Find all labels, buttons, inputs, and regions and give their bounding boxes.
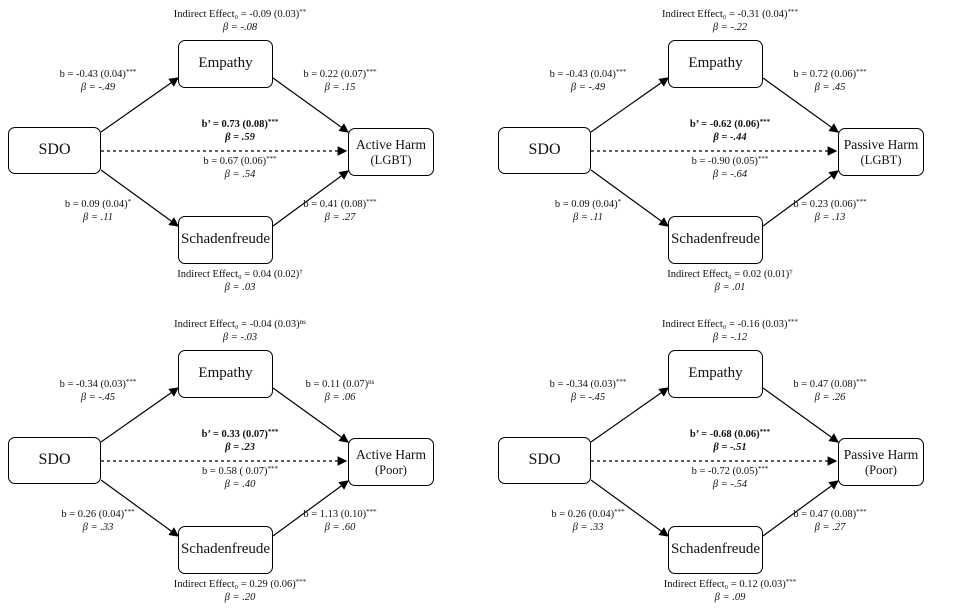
- node-outcome: Active Harm(Poor): [348, 438, 434, 486]
- node-empathy: Empathy: [178, 40, 273, 88]
- indirect-empathy-label: Indirect Effect₀ = -0.09 (0.03)**β = -.0…: [173, 8, 307, 34]
- direct-effect-label: b’ = -0.68 (0.06)***β = -.51: [689, 428, 771, 454]
- path-a2-label: b = 0.26 (0.04)***β = .33: [61, 508, 135, 534]
- node-schadenfreude: Schadenfreude: [178, 216, 273, 264]
- node-outcome: Passive Harm(LGBT): [838, 128, 924, 176]
- direct-effect-label: b’ = 0.33 (0.07)***β = .23: [201, 428, 279, 454]
- path-arrows: [590, 387, 839, 537]
- node-schadenfreude-label: Schadenfreude: [180, 231, 271, 248]
- path-b2-label: b = 0.23 (0.06)***β = .13: [793, 198, 867, 224]
- node-sdo-label: SDO: [38, 141, 71, 159]
- path-a1-label: b = -0.43 (0.04)***β = -.49: [59, 68, 137, 94]
- node-sdo: SDO: [498, 127, 591, 174]
- arrow-sdo-schadenfreude: [590, 169, 669, 227]
- arrow-empathy-outcome: [272, 77, 349, 133]
- outcome-line2: (Poor): [375, 462, 407, 477]
- indirect-schadenfreude-label: Indirect Effect₀ = 0.29 (0.06)***β = .20: [173, 578, 307, 604]
- node-empathy-label: Empathy: [688, 55, 743, 72]
- node-schadenfreude: Schadenfreude: [668, 526, 763, 574]
- outcome-line1: Active Harm: [355, 447, 427, 463]
- path-b2-label: b = 0.47 (0.08)***β = .27: [793, 508, 867, 534]
- node-outcome: Active Harm(LGBT): [348, 128, 434, 176]
- path-b1-label: b = 0.47 (0.08)***β = .26: [793, 378, 867, 404]
- total-effect-label: b = 0.67 (0.06)***β = .54: [203, 155, 277, 181]
- arrow-schadenfreude-outcome: [762, 170, 839, 227]
- path-a1-label: b = -0.34 (0.03)***β = -.45: [59, 378, 137, 404]
- outcome-line1: Passive Harm: [843, 137, 919, 153]
- panel-active-lgbt: SDO Empathy Schadenfreude Active Harm(LG…: [0, 0, 478, 305]
- path-arrows: [100, 77, 349, 227]
- node-empathy: Empathy: [668, 350, 763, 398]
- arrow-sdo-schadenfreude: [100, 479, 179, 537]
- outcome-line2: (LGBT): [860, 152, 902, 167]
- path-b2-label: b = 0.41 (0.08)***β = .27: [303, 198, 377, 224]
- arrow-sdo-empathy: [100, 77, 179, 133]
- outcome-line2: (LGBT): [370, 152, 412, 167]
- node-schadenfreude-label: Schadenfreude: [670, 231, 761, 248]
- panel-active-poor: SDO Empathy Schadenfreude Active Harm(Po…: [0, 310, 478, 615]
- node-schadenfreude-label: Schadenfreude: [180, 541, 271, 558]
- path-a2-label: b = 0.09 (0.04)*β = .11: [64, 198, 132, 224]
- node-schadenfreude: Schadenfreude: [668, 216, 763, 264]
- outcome-line1: Active Harm: [355, 137, 427, 153]
- path-arrows: [590, 77, 839, 227]
- direct-effect-label: b’ = -0.62 (0.06)***β = -.44: [689, 118, 771, 144]
- path-arrows: [100, 387, 349, 537]
- arrow-empathy-outcome: [272, 387, 349, 443]
- indirect-empathy-label: Indirect Effect₀ = -0.16 (0.03)***β = -.…: [662, 318, 798, 344]
- panel-passive-poor: SDO Empathy Schadenfreude Passive Harm(P…: [490, 310, 956, 615]
- path-a1-label: b = -0.43 (0.04)***β = -.49: [549, 68, 627, 94]
- arrow-schadenfreude-outcome: [762, 480, 839, 537]
- node-outcome: Passive Harm(Poor): [838, 438, 924, 486]
- total-effect-label: b = -0.90 (0.05)***β = -.64: [691, 155, 769, 181]
- total-effect-label: b = 0.58 ( 0.07)***β = .40: [202, 465, 278, 491]
- path-b1-label: b = 0.72 (0.06)***β = .45: [793, 68, 867, 94]
- outcome-line2: (Poor): [865, 462, 897, 477]
- node-sdo: SDO: [8, 437, 101, 484]
- node-empathy-label: Empathy: [688, 365, 743, 382]
- indirect-schadenfreude-label: Indirect Effect₀ = 0.04 (0.02)†β = .03: [177, 268, 303, 294]
- node-sdo: SDO: [498, 437, 591, 484]
- arrow-empathy-outcome: [762, 77, 839, 133]
- path-b2-label: b = 1.13 (0.10)***β = .60: [303, 508, 377, 534]
- path-b1-label: b = 0.22 (0.07)***β = .15: [303, 68, 377, 94]
- direct-effect-label: b’ = 0.73 (0.08)***β = .59: [201, 118, 279, 144]
- arrow-empathy-outcome: [762, 387, 839, 443]
- indirect-schadenfreude-label: Indirect Effect₀ = 0.12 (0.03)***β = .09: [663, 578, 797, 604]
- arrow-schadenfreude-outcome: [272, 480, 349, 537]
- path-a2-label: b = 0.09 (0.04)*β = .11: [554, 198, 622, 224]
- node-sdo-label: SDO: [528, 451, 561, 469]
- arrow-schadenfreude-outcome: [272, 170, 349, 227]
- indirect-empathy-label: Indirect Effect₀ = -0.31 (0.04)***β = -.…: [662, 8, 798, 34]
- path-a2-label: b = 0.26 (0.04)***β = .33: [551, 508, 625, 534]
- node-schadenfreude: Schadenfreude: [178, 526, 273, 574]
- node-schadenfreude-label: Schadenfreude: [670, 541, 761, 558]
- panel-passive-lgbt: SDO Empathy Schadenfreude Passive Harm(L…: [490, 0, 956, 305]
- arrow-sdo-schadenfreude: [590, 479, 669, 537]
- arrow-sdo-empathy: [100, 387, 179, 443]
- node-empathy: Empathy: [178, 350, 273, 398]
- arrow-sdo-empathy: [590, 387, 669, 443]
- node-sdo-label: SDO: [528, 141, 561, 159]
- node-sdo-label: SDO: [38, 451, 71, 469]
- node-empathy-label: Empathy: [198, 365, 253, 382]
- arrow-sdo-schadenfreude: [100, 169, 179, 227]
- outcome-line1: Passive Harm: [843, 447, 919, 463]
- arrow-sdo-empathy: [590, 77, 669, 133]
- node-sdo: SDO: [8, 127, 101, 174]
- node-empathy-label: Empathy: [198, 55, 253, 72]
- node-empathy: Empathy: [668, 40, 763, 88]
- total-effect-label: b = -0.72 (0.05)***β = -.54: [691, 465, 769, 491]
- indirect-schadenfreude-label: Indirect Effect₀ = 0.02 (0.01)†β = .01: [667, 268, 793, 294]
- path-a1-label: b = -0.34 (0.03)***β = -.45: [549, 378, 627, 404]
